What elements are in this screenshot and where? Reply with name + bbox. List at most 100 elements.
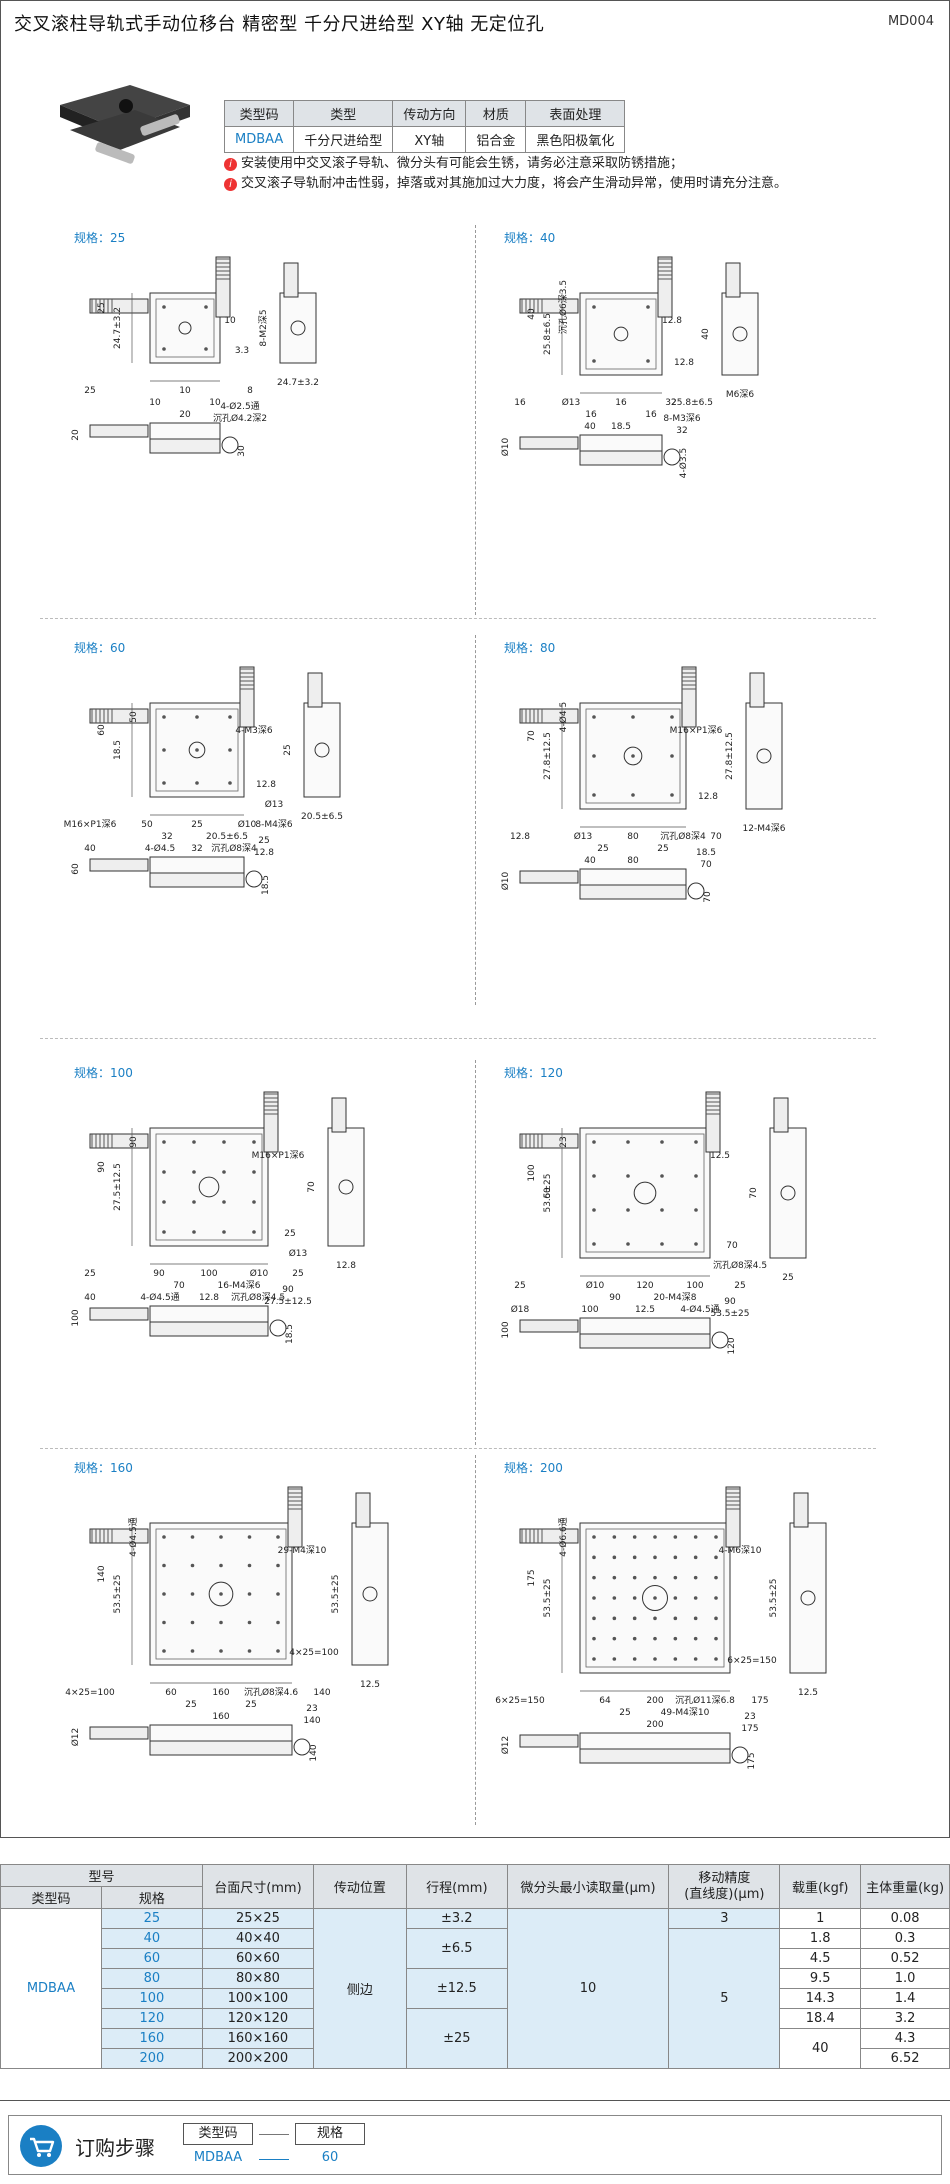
- dimension-label: 沉孔Ø8深4: [660, 831, 706, 842]
- spec-cell: 100: [100, 1988, 203, 2009]
- accuracy-cell: 3: [668, 1908, 781, 1929]
- dimension-label: M16×P1深6: [670, 725, 723, 736]
- dimension-label: 16: [514, 398, 526, 408]
- dimension-label: 12.8: [674, 358, 694, 368]
- dimension-label: 100: [527, 1164, 537, 1181]
- size-cell: 80×80: [201, 1968, 314, 1989]
- dimension-label: 100: [200, 1269, 217, 1279]
- dimension-label: 25: [258, 836, 269, 846]
- dimension-label: 200: [646, 1720, 663, 1730]
- dimension-label: Ø10: [500, 871, 511, 890]
- size-cell: 40×40: [201, 1928, 314, 1949]
- spec-label: 规格：200: [504, 1461, 563, 1475]
- col-header: 载重(kgf): [779, 1864, 862, 1909]
- dimension-label: Ø10: [500, 437, 511, 456]
- size-cell: 120×120: [201, 2008, 314, 2029]
- type-code-cell: MDBAA: [0, 1908, 102, 2069]
- dimension-label: 18.5: [611, 422, 631, 432]
- dimension-label: 8: [247, 386, 253, 396]
- spec-cell: 160: [100, 2028, 203, 2049]
- dimension-label: 53.5±25: [769, 1578, 779, 1617]
- product-code: MD004: [887, 14, 934, 29]
- dimension-label: 4-M3深6: [235, 725, 272, 736]
- dimension-label: 60: [71, 863, 81, 875]
- dimension-label: 6×25=150: [495, 1696, 545, 1706]
- note-text: 安装使用中交叉滚子导轨、微分头有可能会生锈，请务必注意采取防锈措施；: [241, 156, 684, 171]
- dimension-label: 80: [627, 856, 639, 866]
- dimension-label: 6×25=150: [727, 1656, 777, 1666]
- dimension-label: Ø18: [511, 1304, 530, 1315]
- dimension-label: 40: [527, 308, 537, 320]
- spec-cell: 40: [100, 1928, 203, 1949]
- dimension-label: 53.5±25: [113, 1574, 123, 1613]
- spec-cell: 80: [100, 1968, 203, 1989]
- order-box: 订购步骤 类型码 规格 MDBAA 60: [8, 2115, 942, 2175]
- dimension-label: 175: [751, 1696, 768, 1706]
- col-header: 移动精度 (直线度)(μm): [668, 1864, 781, 1909]
- spec-cell: 200: [100, 2048, 203, 2069]
- dimension-label: 40: [701, 328, 711, 340]
- dimension-label: 70: [307, 1181, 317, 1193]
- dimension-label: 25.8±6.5: [543, 313, 553, 355]
- spec-label: 规格：100: [74, 1066, 133, 1080]
- load-cell: 9.5: [779, 1968, 862, 1989]
- dimension-label: 18.5: [261, 875, 271, 895]
- dimension-label: 沉孔Ø11深6.8: [675, 1695, 735, 1706]
- cart-icon: [20, 2125, 62, 2167]
- dimension-label: 140: [303, 1716, 320, 1726]
- dimension-label: 4-Ø4.5通: [140, 1292, 179, 1303]
- dimension-label: 40: [584, 422, 596, 432]
- dimension-label: 70: [726, 1241, 738, 1251]
- dimension-label: 25: [191, 820, 202, 830]
- dimension-label: 70: [703, 891, 713, 903]
- dimension-label: Ø10: [586, 1280, 605, 1291]
- dimension-label: 27.5±12.5: [113, 1163, 123, 1211]
- order-connector: [259, 2134, 289, 2135]
- dimension-label: 70: [527, 730, 537, 742]
- stroke-cell: ±12.5: [405, 1968, 508, 2009]
- dimension-label: Ø12: [500, 1736, 511, 1755]
- dimension-label: 8-M2深5: [258, 309, 269, 346]
- size-cell: 160×160: [201, 2028, 314, 2049]
- dimension-label: 沉孔Ø8深4: [211, 843, 257, 854]
- dimension-label: 60: [165, 1688, 177, 1698]
- dimension-label: 4-Ø2.5通: [220, 401, 259, 412]
- dimension-label: Ø13: [574, 831, 593, 842]
- dimension-label: 32: [191, 844, 202, 854]
- sub-header: 规格: [100, 1886, 203, 1909]
- dimension-label: 175: [741, 1724, 758, 1734]
- size-cell: 25×25: [201, 1908, 314, 1929]
- dimension-label: 29-M4深10: [278, 1545, 327, 1556]
- dimension-label: 16: [615, 398, 627, 408]
- dimension-label: 120: [636, 1281, 653, 1291]
- dimension-label: 53.5±25: [710, 1309, 749, 1319]
- col-header: 台面尺寸(mm): [201, 1864, 314, 1909]
- weight-cell: 1.0: [860, 1968, 950, 1989]
- spec-cell: 25: [100, 1908, 203, 1929]
- technical-drawing: 53.5±25200175256×25=15012.54-M6深1049-M4深…: [495, 1486, 827, 1770]
- dimension-label: 100: [501, 1321, 511, 1338]
- spec-label: 规格：25: [74, 231, 126, 245]
- dimension-label: 50: [129, 711, 139, 723]
- dimension-label: 25: [619, 1708, 630, 1718]
- dimension-label: 24.7±3.2: [113, 307, 123, 349]
- model-table: 型号 台面尺寸(mm) 传动位置 行程(mm) 微分头最小读取量(μm) 移动精…: [0, 1864, 950, 2069]
- dimension-label: 90: [97, 1161, 107, 1173]
- order-step-type: 类型码: [183, 2123, 253, 2145]
- dimension-label: 12.8: [254, 848, 274, 858]
- dimension-label: 25: [292, 1269, 303, 1279]
- dimension-label: 12.8: [199, 1293, 219, 1303]
- spec-cell: 铝合金: [465, 126, 527, 153]
- dimension-label: 90: [609, 1293, 621, 1303]
- dimension-label: M16×P1深6: [252, 1150, 305, 1161]
- dimension-label: 12.5: [360, 1680, 380, 1690]
- dimension-label: 200: [646, 1696, 663, 1706]
- stroke-cell: ±6.5: [405, 1928, 508, 1969]
- info-icon: i: [224, 157, 237, 171]
- spec-label: 规格：80: [504, 641, 556, 655]
